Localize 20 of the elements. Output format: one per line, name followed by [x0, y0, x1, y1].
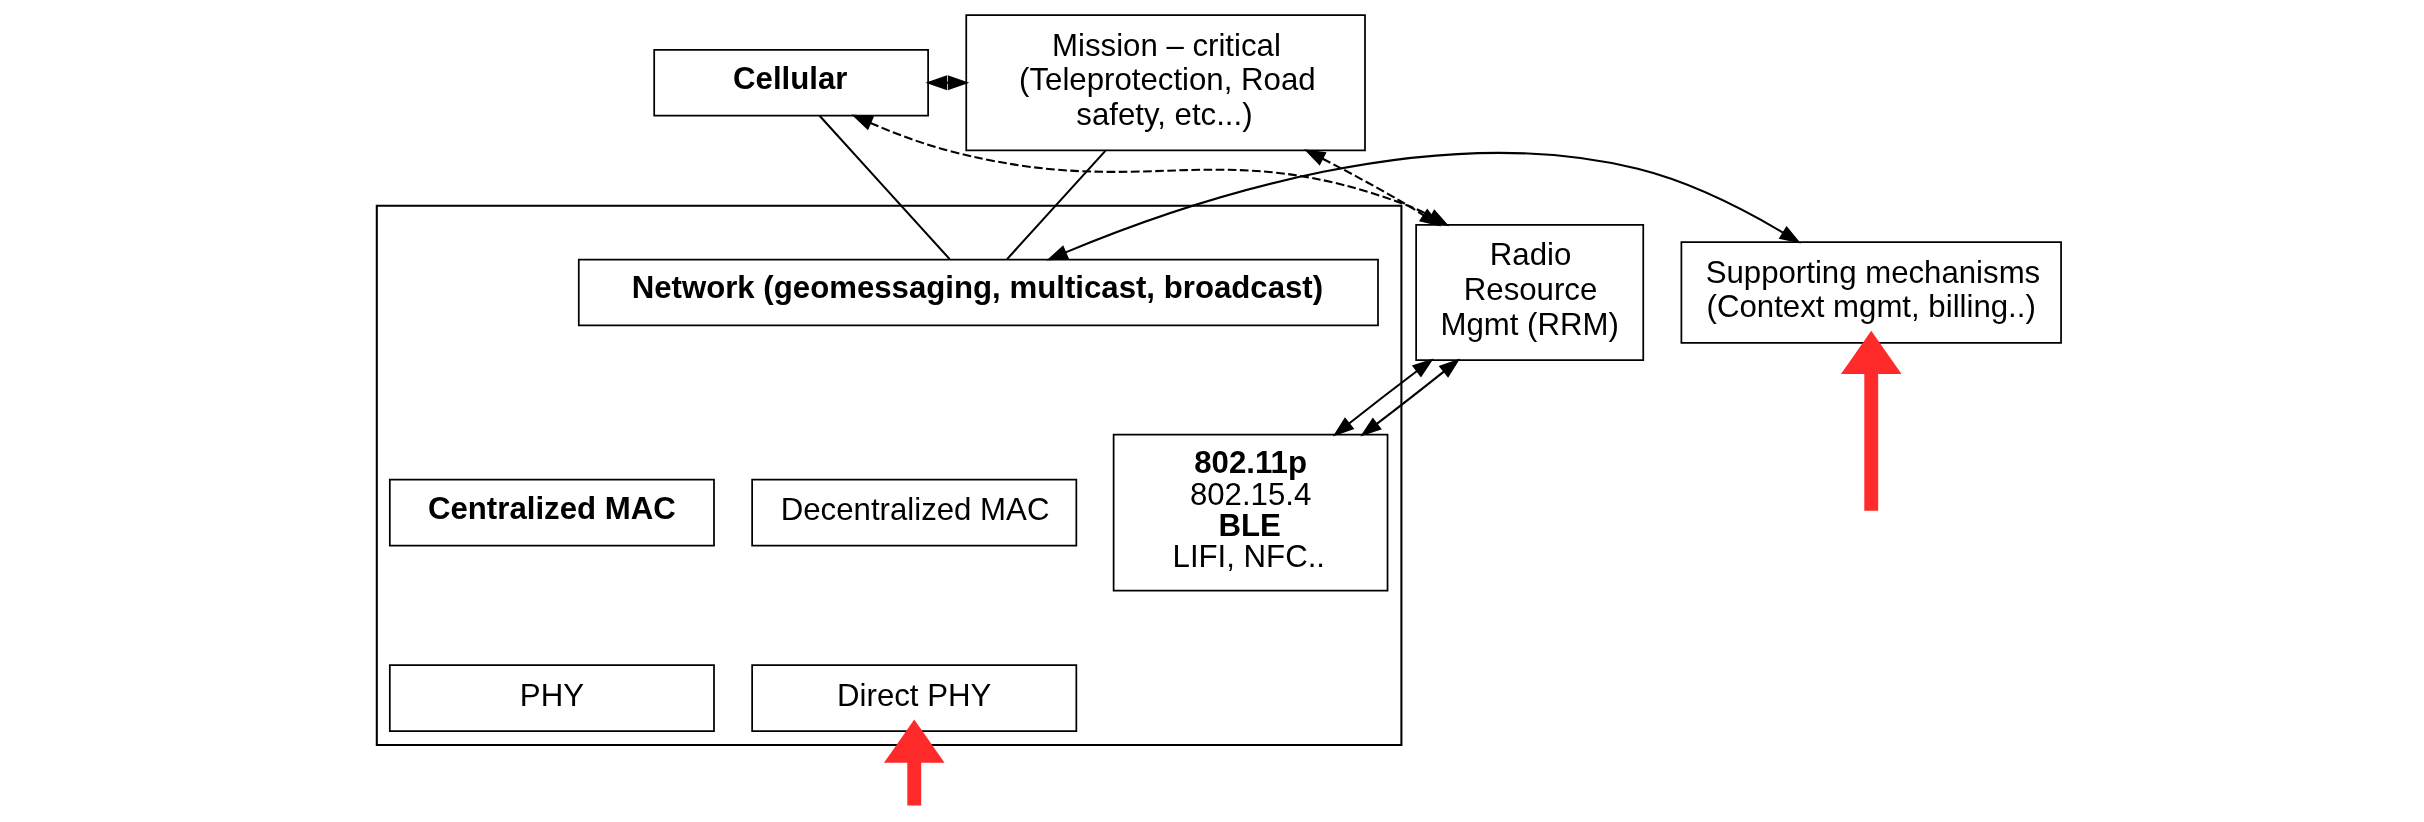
node-box: Cellular — [653, 48, 929, 117]
node-box: Network (geomessaging, multicast, broadcast) — [577, 258, 1379, 327]
arrow — [1303, 149, 1442, 227]
arrow — [1360, 358, 1461, 437]
connector — [1006, 150, 1107, 260]
node-box: 802.11p 802.15.4 BLE LIFI, NFC.. — [1112, 433, 1389, 592]
node-box: Radio Resource Mgmt (RRM) — [1415, 224, 1645, 361]
node-box: Mission – critical (Teleprotection, Road safety, etc...) — [965, 14, 1366, 152]
arrow — [1332, 358, 1434, 437]
arrow — [1046, 152, 1801, 261]
node-box: Supporting mechanisms (Context mgmt, billing..) — [1680, 241, 2062, 344]
node-box: Decentralized MAC — [751, 478, 1078, 547]
node-box: PHY — [388, 664, 715, 732]
arrow — [1840, 330, 1902, 511]
node-box: Centralized MAC — [388, 478, 715, 547]
arrow — [883, 719, 945, 806]
cluster — [375, 204, 1403, 746]
node-box: Direct PHY — [751, 664, 1078, 732]
arrow — [925, 75, 970, 91]
connector — [818, 115, 951, 260]
